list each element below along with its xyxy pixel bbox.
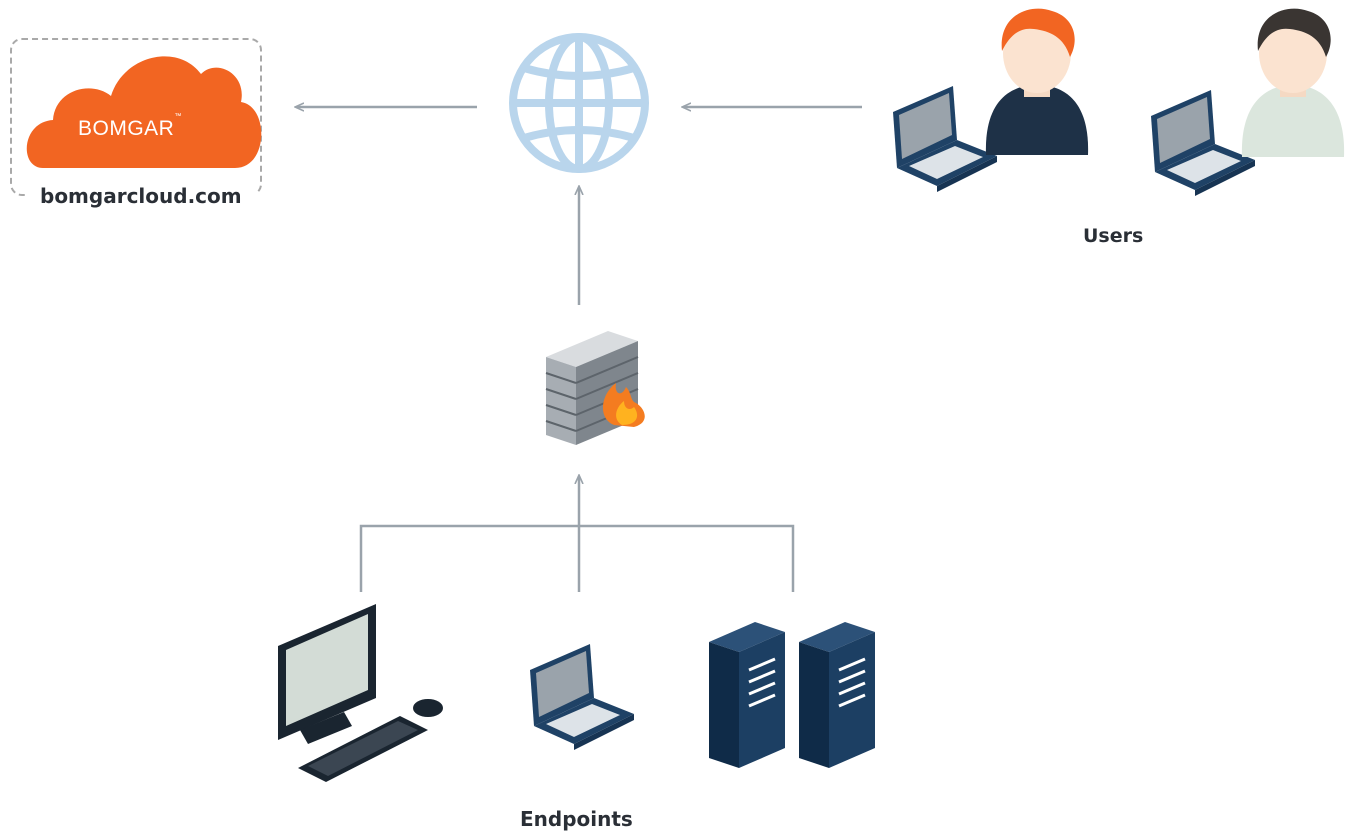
endpoints-label: Endpoints: [520, 807, 633, 831]
user-laptop-1-icon: [893, 86, 997, 192]
bomgar-brand: BOMGAR: [78, 117, 175, 140]
user-laptop-2-icon: [1151, 90, 1255, 196]
server-2-icon: [799, 622, 875, 768]
endpoints-bus-line: [359, 524, 795, 592]
trademark-mark: ™: [174, 113, 182, 120]
user-avatar-2-icon: [1241, 8, 1345, 157]
users-label: Users: [1083, 225, 1144, 247]
endpoint-laptop-icon: [530, 644, 634, 750]
firewall-icon: [545, 331, 645, 445]
frame-gap: [28, 180, 256, 200]
server-1-icon: [709, 622, 785, 768]
desktop-computer-icon: [278, 604, 443, 782]
bomgar-logo-text: BOMGAR™: [78, 113, 182, 141]
bomgar-cloud-icon: [26, 56, 262, 169]
cloud-domain-label: bomgarcloud.com: [40, 184, 242, 208]
globe-icon: [509, 33, 649, 173]
user-avatar-1-icon: [985, 8, 1089, 155]
